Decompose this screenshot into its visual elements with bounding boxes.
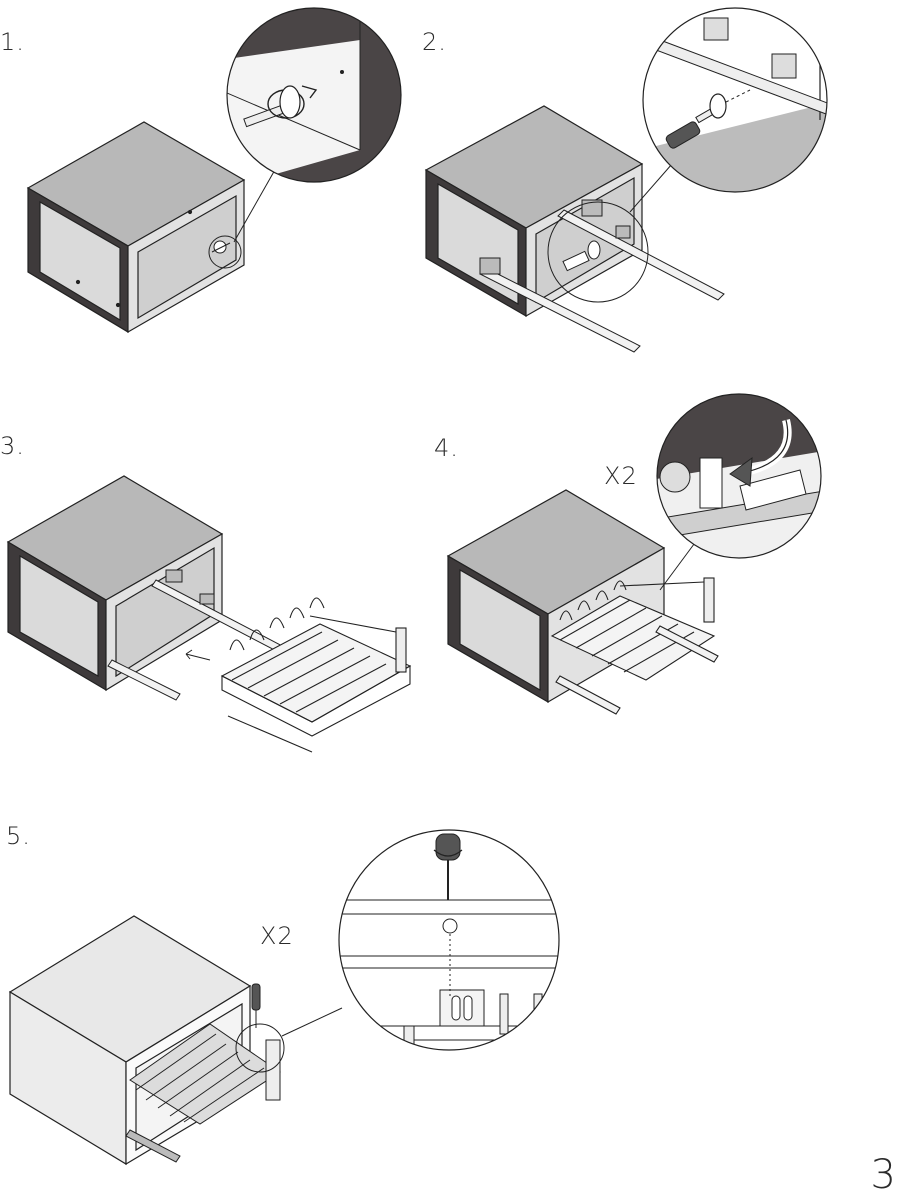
rail-icon <box>555 675 621 715</box>
step-1-label: 1. <box>0 28 25 56</box>
step-4-basket <box>550 577 719 715</box>
step-5-label: 5. <box>6 822 31 850</box>
rail-icon <box>655 625 719 663</box>
step-2-rails <box>479 199 725 353</box>
rail-icon <box>557 209 725 301</box>
step-2-detail-circle <box>643 8 827 192</box>
clip-icon <box>699 457 723 509</box>
insert-arrow-icon <box>729 456 753 487</box>
step-3-label: 3. <box>0 432 25 460</box>
step-5-quantity: X2 <box>260 922 294 950</box>
insert-arrow-icon <box>185 649 211 661</box>
step-3-basket <box>220 597 412 753</box>
step-5-basket <box>125 1023 281 1163</box>
step-4-quantity: X2 <box>604 462 638 490</box>
step-2-screw <box>562 240 601 272</box>
step-5-detail-circle <box>339 830 559 1050</box>
step-1-cabinet <box>26 121 246 334</box>
step-4-label: 4. <box>434 434 459 462</box>
screwdriver-icon <box>665 121 701 149</box>
basket-icon <box>550 595 716 681</box>
step-1-detail-circle <box>227 8 401 182</box>
step-4-detail-circle <box>657 394 821 558</box>
step-3-cabinet <box>6 475 224 692</box>
step-1-small-parts <box>208 235 242 269</box>
screwdriver-icon <box>251 983 261 1028</box>
rail-icon <box>107 659 181 701</box>
page-number: 3 <box>870 1152 896 1198</box>
rotation-arrow-icon <box>433 849 463 857</box>
rail-icon <box>125 1129 181 1163</box>
screw-icon <box>442 918 458 934</box>
step-2-cabinet <box>424 105 644 318</box>
step-2-label: 2. <box>422 28 447 56</box>
